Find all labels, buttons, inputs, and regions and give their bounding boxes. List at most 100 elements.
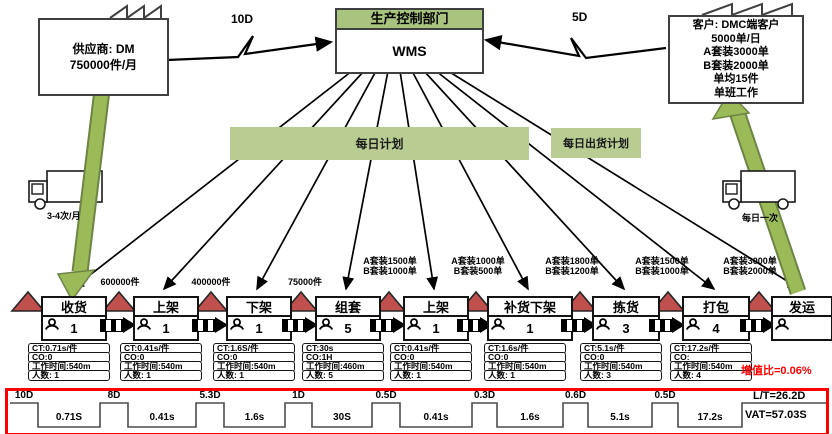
timeline-day-value: 5.3D — [199, 390, 221, 401]
operator-count: 1 — [432, 320, 440, 336]
operator-count: 1 — [162, 320, 170, 336]
operator-count: 1 — [526, 320, 534, 336]
inventory-triangle-icon — [650, 290, 686, 312]
operator-icon — [595, 318, 611, 330]
timeline-ladder — [10, 402, 826, 428]
timeline-second-value: 1.6s — [244, 412, 265, 423]
operator-icon — [44, 318, 60, 330]
production-control-box: 生产控制部门 WMS — [335, 8, 484, 74]
timeline-day-value: 1D — [292, 390, 305, 401]
inventory-label: 600000件 — [100, 277, 140, 287]
production-control-title: 生产控制部门 — [337, 10, 482, 30]
inventory-triangle-icon — [371, 290, 407, 312]
outbound-frequency-label: 每日一次 — [742, 213, 779, 223]
timeline-second-value: 0.41s — [423, 412, 449, 423]
timeline-day-value: 0.5D — [375, 390, 397, 401]
timeline-day-value: 10D — [14, 390, 34, 401]
inventory-triangle-icon — [101, 290, 137, 312]
wms-label: WMS — [392, 43, 427, 59]
timeline-frame — [5, 388, 829, 434]
inventory-triangle-icon — [283, 290, 319, 312]
inventory-triangle-icon — [741, 290, 777, 312]
push-arrow-icon — [370, 317, 406, 333]
operator-icon — [685, 318, 701, 330]
inbound-frequency-label: 3-4次/月 — [47, 211, 81, 221]
operator-count: 1 — [255, 320, 263, 336]
process-title: 下架 — [226, 296, 292, 317]
timeline-second-value: 5.1s — [610, 412, 630, 423]
operator-count: 3 — [622, 320, 630, 336]
inventory-triangle-icon — [193, 290, 229, 312]
info-arrow-supplier-to-wms — [166, 35, 334, 62]
push-arrow-icon — [282, 317, 318, 333]
timeline-second-value: 30S — [333, 412, 351, 423]
operator-icon — [318, 318, 334, 330]
customer-line: 单班工作 — [714, 86, 758, 99]
inventory-label: 75000件 — [287, 277, 323, 287]
operator-icon — [774, 318, 790, 330]
inventory-triangles — [10, 290, 777, 312]
process-title: 拣货 — [592, 296, 660, 317]
supplier-box: 供应商: DM 750000件/月 — [38, 18, 169, 96]
customer-line: B套装2000单 — [703, 59, 769, 72]
customer-line: 单均15件 — [713, 73, 759, 85]
metric-headcount: 人数: 4 — [670, 370, 752, 381]
value-add-time-total-label: VAT=57.03S — [745, 409, 807, 421]
metric-headcount: 人数: 1 — [120, 370, 202, 381]
operator-count: 5 — [344, 320, 352, 336]
supplier-factory-icon — [109, 4, 162, 20]
wms-schedule-arrows — [70, 70, 802, 291]
customer-box: 客户: DMC端客户 5000单/日 A套装3000单 B套装2000单 单均1… — [668, 15, 804, 104]
timeline-second-value: 1.6s — [520, 412, 540, 423]
daily-ship-plan-box: 每日出货计划 — [551, 128, 641, 158]
customer-line: 5000单/日 — [711, 32, 761, 45]
metric-headcount: 人数: 3 — [580, 370, 662, 381]
metric-headcount: 人数: 1 — [28, 370, 110, 381]
operator-box: 1 — [226, 315, 292, 341]
operator-box — [771, 315, 832, 341]
supply-flow-arrow — [56, 88, 111, 302]
process-title: 组套 — [315, 296, 381, 317]
timeline-second-value: 17.2s — [697, 412, 723, 423]
supplier-volume: 750000件/月 — [69, 58, 138, 72]
value-add-ratio-label: 增值比=0.06% — [741, 365, 812, 377]
timeline-day-value: 8D — [107, 390, 121, 401]
push-arrow-icon — [192, 317, 228, 333]
metric-headcount: 人数: 5 — [302, 370, 384, 381]
process-title: 收货 — [41, 296, 107, 317]
timeline-day-value: 0.6D — [564, 390, 587, 401]
metric-headcount: 人数: 1 — [390, 370, 472, 381]
operator-count: 4 — [712, 320, 720, 336]
metric-headcount: 人数: 1 — [213, 370, 295, 381]
operator-box: 1 — [41, 315, 107, 341]
operator-box: 3 — [592, 315, 660, 341]
metric-headcount: 人数: 1 — [484, 370, 566, 381]
timeline-second-value: 0.41s — [149, 412, 175, 423]
customer-line: A套装3000单 — [703, 46, 769, 58]
info-arrow-customer-to-wms — [483, 35, 667, 60]
operator-icon — [406, 318, 422, 330]
outbound-truck-icon — [722, 170, 796, 210]
lead-time-total-label: L/T=26.2D — [753, 390, 806, 402]
daily-plan-box: 每日计划 — [230, 127, 529, 160]
timeline-second-value: 0.71S — [55, 412, 83, 423]
process-title: 打包 — [682, 296, 750, 317]
inventory-label: 400000件 — [191, 277, 231, 287]
process-title: 发运 — [771, 296, 832, 317]
push-arrow-icon — [100, 317, 136, 333]
timeline-day-value: 0.3D — [473, 390, 496, 401]
